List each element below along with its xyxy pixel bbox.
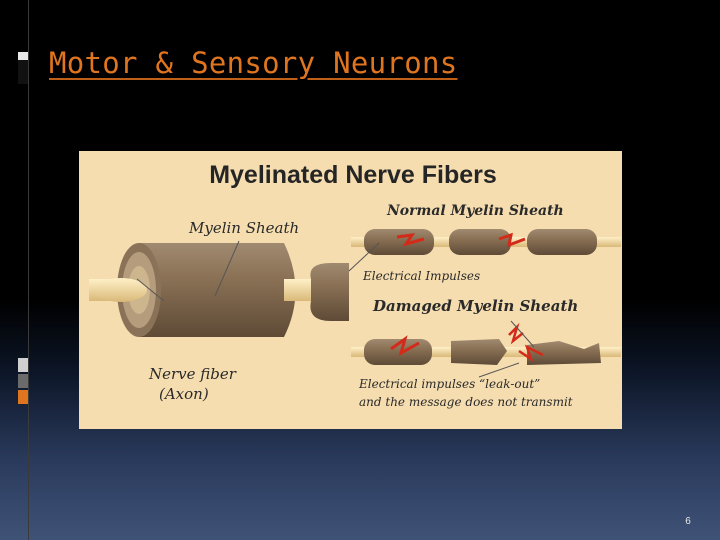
left-accent-square bbox=[18, 358, 28, 372]
impulse-arrow bbox=[390, 335, 420, 357]
impulse-arrow bbox=[396, 233, 425, 247]
leak-caption-line2: and the message does not transmit bbox=[359, 395, 573, 409]
nerve-fiber-illustration bbox=[89, 229, 621, 378]
title-marker-square-dark bbox=[18, 60, 28, 84]
normal-sheath-segment bbox=[364, 229, 434, 255]
left-accent-square bbox=[18, 390, 28, 404]
next-sheath-segment bbox=[310, 263, 349, 321]
normal-sheath-segment bbox=[449, 229, 511, 255]
normal-sheath-segment bbox=[527, 229, 597, 255]
normal-myelin-row bbox=[348, 229, 621, 272]
left-border-line bbox=[28, 0, 29, 540]
slide-title: Motor & Sensory Neurons bbox=[49, 46, 458, 80]
leak-caption-line1: Electrical impulses “leak-out” bbox=[359, 377, 541, 391]
left-accent-square bbox=[18, 374, 28, 388]
electrical-impulses-label: Electrical Impulses bbox=[363, 269, 481, 283]
page-number: 6 bbox=[685, 516, 691, 527]
damaged-sheath-segment bbox=[451, 339, 507, 365]
leak-arrow bbox=[518, 344, 544, 363]
impulse-arrow bbox=[498, 232, 526, 248]
damaged-myelin-heading: Damaged Myelin Sheath bbox=[373, 297, 579, 315]
nerve-fiber-label: Nerve fiber bbox=[149, 365, 236, 383]
myelin-sheath-label: Myelin Sheath bbox=[189, 219, 300, 237]
leak-arrow bbox=[508, 322, 524, 345]
large-nerve-fiber bbox=[89, 243, 349, 337]
fiber-leader-line bbox=[136, 278, 165, 302]
axon-end bbox=[95, 278, 147, 302]
damaged-myelin-row bbox=[351, 320, 621, 378]
myelinated-nerve-fibers-figure: Myelinated Nerve Fibers Myelin Sheath Ne… bbox=[79, 151, 622, 429]
axon-label: (Axon) bbox=[159, 385, 209, 403]
figure-title: Myelinated Nerve Fibers bbox=[209, 161, 497, 189]
myelin-leader-line bbox=[214, 240, 240, 297]
damaged-sheath-segment bbox=[527, 341, 601, 365]
normal-myelin-heading: Normal Myelin Sheath bbox=[387, 203, 564, 219]
